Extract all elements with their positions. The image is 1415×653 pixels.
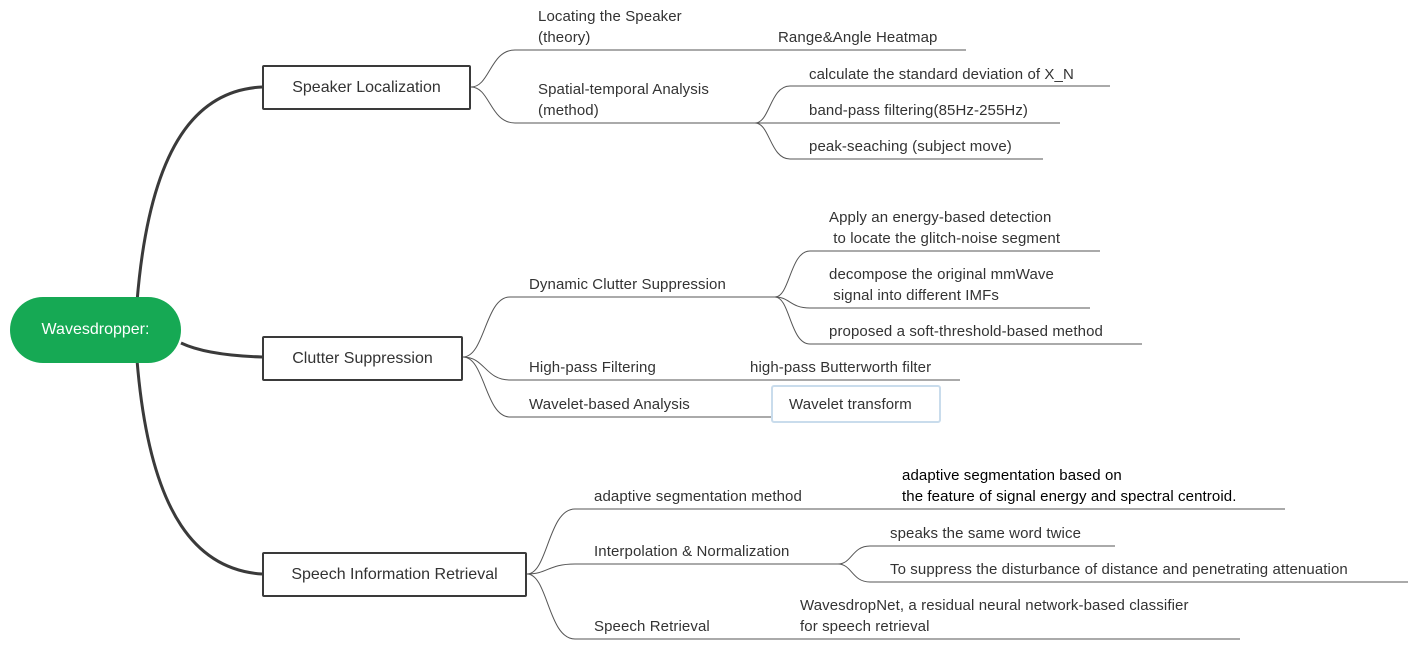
edge-sl-locating: [470, 49, 770, 88]
node-locating-speaker[interactable]: Locating the Speaker (theory): [538, 8, 682, 46]
edge-apply-energy: [774, 250, 1100, 298]
root-label: Wavesdropper:: [41, 321, 150, 338]
node-butterworth[interactable]: high-pass Butterworth filter: [750, 359, 932, 376]
node-suppress-disturbance[interactable]: To suppress the disturbance of distance …: [890, 561, 1348, 578]
branch-label: Speaker Localization: [292, 78, 441, 96]
edge-sir-speech: [526, 573, 780, 640]
node-highpass-filtering[interactable]: High-pass Filtering: [529, 359, 656, 376]
node-bandpass[interactable]: band-pass filtering(85Hz-255Hz): [809, 102, 1029, 119]
edge-same-word: [837, 545, 1115, 565]
edge-std-dev: [754, 85, 1110, 124]
node-spatial-temporal[interactable]: Spatial-temporal Analysis (method): [538, 81, 709, 119]
edge-peak: [754, 122, 1043, 160]
node-peak-searching[interactable]: peak-seaching (subject move): [809, 138, 1012, 155]
node-wavesdropnet[interactable]: WavesdropNet, a residual neural network-…: [800, 597, 1189, 635]
edge-cs-highpass: [462, 356, 960, 381]
branch-label: Clutter Suppression: [292, 349, 433, 367]
branch-clutter-suppression[interactable]: Clutter Suppression: [262, 336, 463, 381]
edge-cs-wavelet: [462, 356, 771, 418]
node-decompose-imfs[interactable]: decompose the original mmWave signal int…: [829, 266, 1054, 304]
edge-sl-spatial: [470, 86, 755, 124]
branch-speech-information-retrieval[interactable]: Speech Information Retrieval: [262, 552, 527, 597]
node-adaptive-seg-detail[interactable]: adaptive segmentation based on the featu…: [902, 467, 1237, 505]
edge-suppress-dist: [837, 563, 1408, 583]
node-speech-retrieval[interactable]: Speech Retrieval: [594, 618, 710, 635]
node-same-word[interactable]: speaks the same word twice: [890, 525, 1082, 542]
node-interpolation[interactable]: Interpolation & Normalization: [594, 543, 790, 560]
node-energy-detection[interactable]: Apply an energy-based detection to locat…: [829, 209, 1061, 247]
edge-sir-adaptive: [526, 508, 880, 575]
root-edge-speaker-localization: [135, 85, 263, 303]
node-dynamic-clutter[interactable]: Dynamic Clutter Suppression: [529, 276, 726, 293]
edge-decompose: [774, 296, 1090, 309]
node-range-angle-heatmap[interactable]: Range&Angle Heatmap: [778, 29, 938, 46]
selection-highlight: [771, 385, 941, 423]
branch-label: Speech Information Retrieval: [291, 565, 498, 583]
edge-softthreshold: [774, 296, 1142, 345]
root-edge-speech-retrieval: [135, 359, 263, 576]
branch-speaker-localization[interactable]: Speaker Localization: [262, 65, 471, 110]
node-adaptive-segmentation[interactable]: adaptive segmentation method: [594, 488, 802, 505]
root-edge-clutter-suppression: [180, 341, 263, 359]
node-std-deviation[interactable]: calculate the standard deviation of X_N: [809, 66, 1074, 83]
root-node[interactable]: Wavesdropper:: [10, 297, 181, 363]
edge-cs-dynamic: [462, 296, 775, 358]
edge-sir-interp: [526, 563, 838, 575]
node-wavelet-analysis[interactable]: Wavelet-based Analysis: [529, 396, 690, 413]
node-wavelet-transform[interactable]: Wavelet transform: [789, 396, 912, 413]
node-soft-threshold[interactable]: proposed a soft-threshold-based method: [829, 323, 1103, 340]
